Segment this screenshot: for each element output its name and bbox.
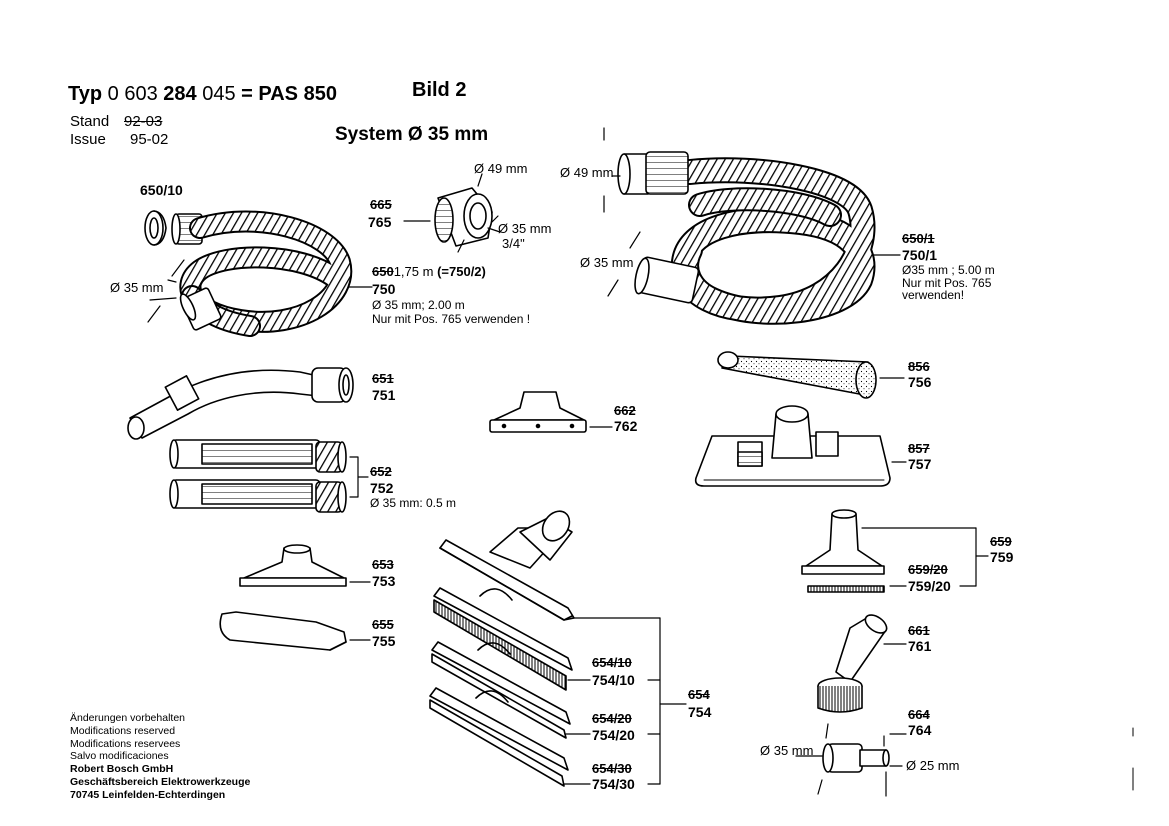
part-650-10: 650/10 <box>140 182 183 198</box>
part-754-old: 654 <box>688 687 710 702</box>
part-759-20: 759/20 <box>908 578 951 594</box>
typ-number-b: 284 <box>163 83 197 105</box>
system-title: System Ø 35 mm <box>335 124 489 145</box>
dim-750: Ø 35 mm <box>110 280 164 295</box>
spec-752: Ø 35 mm: 0.5 m <box>370 496 457 510</box>
part-754-20-old: 654/20 <box>592 711 632 726</box>
part-756: 756 <box>908 374 932 390</box>
crevice-tool-755 <box>219 611 371 651</box>
part-753: 753 <box>372 573 396 589</box>
stand-label: Stand <box>70 113 110 130</box>
part-750: 750 <box>372 281 396 297</box>
model-title: Typ 0 603 284 045 = PAS 850 <box>68 84 337 104</box>
note-750: Nur mit Pos. 765 verwenden ! <box>372 312 531 326</box>
part-750-old: 650 <box>372 264 394 279</box>
dim-764-right: Ø 25 mm <box>906 758 960 773</box>
part-754-30: 754/30 <box>592 776 635 792</box>
bent-tube-751 <box>127 367 354 440</box>
dim-arrows-750 <box>147 259 373 323</box>
round-brush-761 <box>817 614 907 713</box>
floor-nozzle-757 <box>694 405 907 487</box>
part-762: 762 <box>614 418 638 434</box>
typ-number-a: 0 603 <box>107 83 158 105</box>
part-761-old: 661 <box>908 623 930 638</box>
note-750-1-a: Nur mit Pos. 765 <box>902 276 992 290</box>
spec-750: Ø 35 mm; 2.00 m <box>372 298 465 312</box>
part-754-20: 754/20 <box>592 727 635 743</box>
part-754-10-old: 654/10 <box>592 655 632 670</box>
stand-value: 92-03 <box>124 113 163 130</box>
upholstery-nozzle-759 <box>801 509 989 593</box>
hose-750-coil <box>171 210 353 337</box>
typ-prefix: Typ <box>68 83 103 105</box>
dim-750-1-top: Ø 49 mm <box>560 165 614 180</box>
dim-765-outer: Ø 49 mm <box>474 161 528 176</box>
footer-line-2: Modifications reserved <box>70 724 176 737</box>
model-name: = PAS 850 <box>241 83 337 105</box>
part-750-alt: (=750/2) <box>437 264 486 279</box>
part-757-old: 857 <box>908 441 930 456</box>
upholstery-nozzle-762 <box>489 391 613 433</box>
part-759: 759 <box>990 549 1014 565</box>
figure-number: Bild 2 <box>412 79 467 101</box>
issue-value: 95-02 <box>130 131 169 148</box>
adapter-765 <box>403 173 501 253</box>
footer-company: Robert Bosch GmbH <box>70 763 174 776</box>
seal-ring-650-10 <box>144 210 167 246</box>
footer-address: 70745 Leinfelden-Echterdingen <box>70 788 226 801</box>
part-752-old: 652 <box>370 464 392 479</box>
footer-line-1: Änderungen vorbehalten <box>70 712 186 724</box>
dim-764-left: Ø 35 mm <box>760 743 814 758</box>
part-759-20-old: 659/20 <box>908 562 948 577</box>
wide-nozzle-753 <box>239 544 371 587</box>
footer-line-4: Salvo modificaciones <box>70 750 169 763</box>
footer-division: Geschäftsbereich Elektrowerkzeuge <box>70 775 251 788</box>
note-750-1-b: verwenden! <box>902 288 965 302</box>
part-750-1-old: 650/1 <box>902 231 935 246</box>
part-750-1: 750/1 <box>902 247 938 263</box>
part-751-old: 651 <box>372 371 394 386</box>
floor-nozzle-set-754 <box>429 510 687 787</box>
dim-750-1-bottom: Ø 35 mm <box>580 255 634 270</box>
typ-number-c: 045 <box>202 83 236 105</box>
part-754: 754 <box>688 704 712 720</box>
part-756-old: 856 <box>908 359 930 374</box>
part-751: 751 <box>372 387 396 403</box>
filter-cartridge-756 <box>717 351 905 399</box>
part-759-old: 659 <box>990 534 1012 549</box>
issue-label: Issue <box>70 131 106 148</box>
spec-750-1: Ø35 mm ; 5.00 m <box>902 263 995 277</box>
thread-765: 3/4" <box>502 236 525 251</box>
footer-block: Änderungen vorbehalten Modifications res… <box>70 712 250 802</box>
part-755: 755 <box>372 633 396 649</box>
part-765: 765 <box>368 214 392 230</box>
dim-765-inner: Ø 35 mm <box>498 221 552 236</box>
part-764: 764 <box>908 722 932 738</box>
part-762-old: 662 <box>614 403 636 418</box>
part-755-old: 655 <box>372 617 394 632</box>
part-754-10: 754/10 <box>592 672 635 688</box>
part-753-old: 653 <box>372 557 394 572</box>
part-757: 757 <box>908 456 932 472</box>
reducer-764 <box>795 723 907 797</box>
hose-750-1-coil <box>603 127 901 325</box>
part-750-old-line: 6501,75 m (=750/2) <box>372 265 486 278</box>
part-752: 752 <box>370 480 394 496</box>
extension-tubes-752 <box>169 439 369 513</box>
part-754-30-old: 654/30 <box>592 761 632 776</box>
footer-line-3: Modifications reservees <box>70 737 181 750</box>
part-750-old-length: 1,75 m <box>393 264 434 279</box>
part-765-old: 665 <box>370 197 392 212</box>
part-764-old: 664 <box>908 707 930 722</box>
part-761: 761 <box>908 638 932 654</box>
